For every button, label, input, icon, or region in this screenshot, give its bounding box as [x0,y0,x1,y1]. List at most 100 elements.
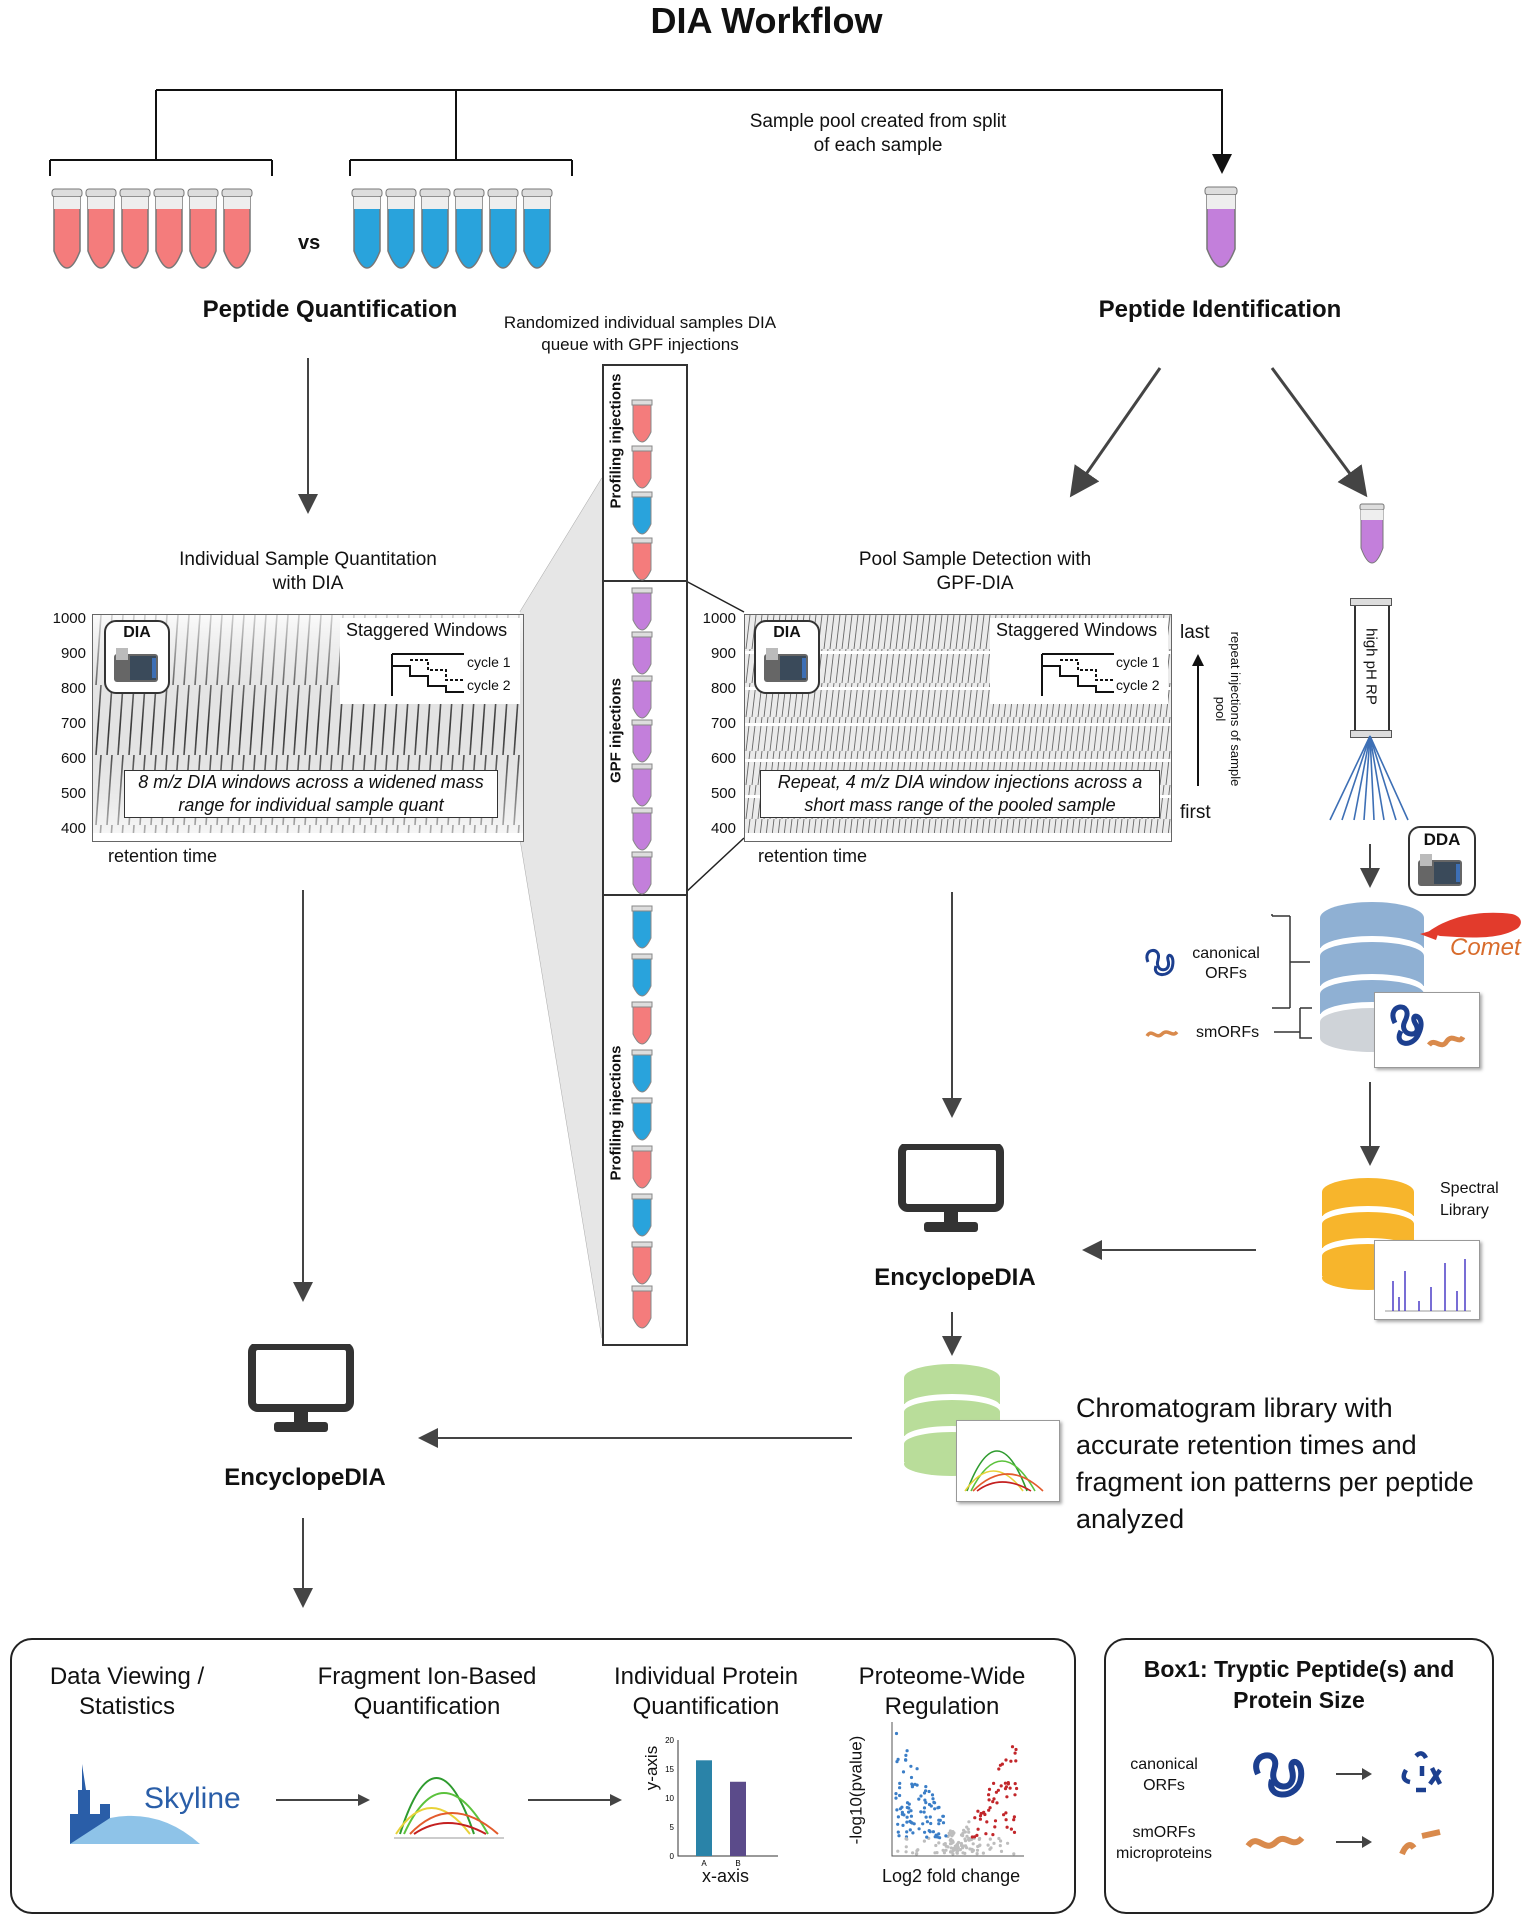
volcano-point [963,1830,967,1834]
left-panel-note: 8 m/z DIA windows across a widened mass … [124,770,498,818]
volcano-point [975,1852,979,1856]
volcano-point [999,1849,1004,1853]
fractionation-fan [1329,735,1409,821]
analysis-box: Data Viewing / Statistics Fragment Ion-B… [10,1638,1076,1914]
pool-note: Sample pool created from split of each s… [749,111,1007,156]
peptide-quantification-label: Peptide Quantification [202,296,458,323]
volcano-point [998,1844,1002,1848]
volcano-point [1013,1793,1017,1797]
bar-y-tick: 20 [665,1736,674,1745]
volcano-point [961,1851,965,1855]
bar [730,1781,746,1856]
cycle1-label: cycle 1 [1116,654,1160,670]
volcano-point [934,1843,938,1848]
volcano-point [944,1834,948,1838]
volcano-point [904,1837,908,1841]
volcano-point [894,1792,898,1796]
computer-icon [248,1344,354,1432]
volcano-point [909,1764,913,1768]
volcano-point [987,1798,991,1802]
volcano-point [923,1830,927,1834]
volcano-point [999,1784,1003,1788]
protein-icon [1253,1752,1305,1798]
db-brackets [1271,914,1312,1039]
y-tick: 600 [60,750,86,767]
volcano-point [949,1837,953,1841]
volcano-point [958,1848,962,1852]
chromatogram-peaks-icon [964,1450,1044,1492]
volcano-point [905,1815,909,1819]
queue-section-middle: GPF injections [607,678,625,784]
volcano-point [937,1818,941,1822]
volcano-point [925,1820,929,1824]
encyclopedia-right-label: EncyclopeDIA [874,1264,1036,1291]
volcano-point [992,1841,996,1845]
bar-y-tick: 15 [665,1765,674,1774]
step-proteome-wide: Proteome-Wide Regulation [858,1663,1026,1720]
step-fragment-quant: Fragment Ion-Based Quantification [317,1663,537,1720]
first-label: first [1180,802,1211,823]
volcano-point [915,1767,919,1771]
volcano-point [1009,1759,1013,1763]
volcano-point [896,1830,900,1834]
bar-category-label: A [701,1859,707,1868]
dia-badge: DIA [123,624,151,641]
tube-icon [51,188,83,269]
arrow-icon [1336,1768,1372,1780]
volcano-point [967,1830,971,1834]
legend-title: Staggered Windows [346,620,508,640]
volcano-point [985,1820,989,1824]
protein-icon [1145,949,1175,976]
y-tick: 1000 [702,610,736,627]
column-cap [1350,598,1392,606]
volcano-point [910,1785,914,1789]
volcano-point [922,1791,927,1795]
volcano-point [1006,1781,1010,1785]
volcano-point [924,1785,928,1789]
volcano-point [897,1834,901,1838]
volcano-point [898,1793,902,1798]
volcano-point [944,1848,948,1852]
smorf-icon [1145,1030,1179,1038]
volcano-point [1013,1782,1017,1786]
volcano-point [1003,1787,1008,1791]
chromatogram-card [956,1420,1060,1502]
fraction-tube-icon [1359,503,1385,564]
spectrum-icon [1385,1259,1471,1312]
left-legend: Staggered Windows cycle 1 cycle 2 [340,618,520,704]
queue-caption: Randomized individual samples DIA queue … [503,313,777,354]
volcano-point [954,1846,958,1851]
volcano-point [937,1841,941,1845]
volcano-point [988,1837,992,1841]
volcano-point [937,1832,941,1836]
left-xlabel: retention time [108,846,218,866]
box1: Box1: Tryptic Peptide(s) and Protein Siz… [1104,1638,1494,1914]
volcano-point [973,1816,977,1820]
legend-title: Staggered Windows [996,620,1158,640]
volcano-point [963,1837,967,1841]
volcano-point [896,1757,900,1761]
volcano-point [909,1814,913,1818]
bar-xlabel: x-axis [702,1866,750,1886]
volcano-point [994,1790,998,1794]
volcano-point [996,1788,1000,1792]
y-tick: 800 [60,680,86,697]
volcano-point [992,1797,996,1801]
volcano-point [976,1809,980,1813]
volcano-point [896,1815,900,1819]
bar-y-tick: 0 [670,1852,675,1861]
volcano-point [997,1767,1001,1771]
y-tick: 600 [710,750,736,767]
volcano-point [1012,1852,1016,1856]
volcano-point [921,1822,925,1826]
y-tick: 500 [710,785,736,802]
volcano-point [975,1848,980,1852]
fragment-peaks-icon [394,1777,504,1839]
volcano-point [931,1797,935,1801]
volcano-point [909,1809,913,1813]
volcano-point [959,1841,963,1846]
volcano-point [1013,1751,1017,1755]
volcano-point [1012,1830,1017,1834]
